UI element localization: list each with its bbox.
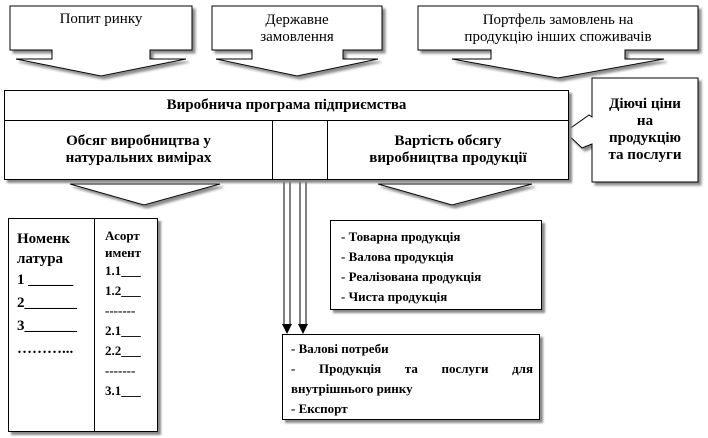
assortment-column: Асорт имент 1.1___ 1.2___ ------- 2.1___… <box>95 219 157 431</box>
needs-export-item: - Експорт <box>291 401 348 416</box>
state-order-callout-shape <box>211 5 383 77</box>
program-to-needs-connector-right <box>299 161 326 326</box>
needs-internal-item-cont: внутрішнього ринку <box>291 381 413 396</box>
demand-label: Попит ринку <box>59 10 143 27</box>
nomenclature-column: Номенк латура 1 ______ 2_______ 3_______… <box>9 219 95 431</box>
volume-down-arrow <box>69 183 221 206</box>
nomenclature-item: 1 ______ <box>17 272 74 288</box>
demand-callout-shape <box>9 5 193 77</box>
state-order-label: Державне замовлення <box>260 12 334 45</box>
prices-callout-shape <box>564 77 699 183</box>
assortment-separator: ------- <box>105 363 136 378</box>
production-program-box: Виробнича програма підприємства Обсяг ви… <box>4 90 569 180</box>
cost-down-arrow <box>377 183 533 206</box>
product-type-item: - Реалізована продукція <box>341 269 482 284</box>
needs-arrowhead-left <box>282 324 292 334</box>
production-volume-box: Обсяг виробництва у натуральних вимірах <box>5 121 273 179</box>
production-program-title: Виробнича програма підприємства <box>5 91 568 121</box>
portfolio-label: Портфель замовлень на продукцію інших сп… <box>464 12 652 45</box>
needs-internal-item: - Продукція та послуги для <box>291 361 533 376</box>
production-cost-box: Вартість обсягу виробництва продукції <box>327 121 568 179</box>
product-type-item: - Товарна продукція <box>341 229 461 244</box>
nomenclature-item: ………... <box>17 341 74 357</box>
product-type-item: - Чиста продукція <box>341 289 448 304</box>
portfolio-callout-shape <box>417 5 699 79</box>
current-prices-label: Діючі ціни на продукцію та послуги <box>608 96 682 163</box>
needs-box: - Валові потреби - Продукція та послуги … <box>282 334 540 420</box>
assortment-item: 2.2___ <box>105 343 141 358</box>
product-types-box: - Товарна продукція - Валова продукція -… <box>330 220 542 310</box>
needs-gross-item: - Валові потреби <box>291 341 389 356</box>
nomenclature-header: Номенк латура <box>17 231 71 267</box>
product-type-item: - Валова продукція <box>341 249 454 264</box>
assortment-header: Асорт имент <box>105 228 141 260</box>
program-to-needs-connector-right-inner <box>305 165 326 326</box>
nomenclature-item: 2_______ <box>17 295 77 311</box>
nomenclature-assortment-table: Номенк латура 1 ______ 2_______ 3_______… <box>8 218 158 432</box>
nomenclature-item: 3_______ <box>17 318 77 334</box>
assortment-item: 1.1___ <box>105 263 141 278</box>
assortment-separator: ------- <box>105 303 136 318</box>
assortment-item: 1.2___ <box>105 283 141 298</box>
program-to-needs-connector-left-inner <box>289 155 326 326</box>
assortment-item: 3.1___ <box>105 383 141 398</box>
assortment-item: 2.1___ <box>105 323 141 338</box>
needs-arrowhead-right <box>298 324 308 334</box>
